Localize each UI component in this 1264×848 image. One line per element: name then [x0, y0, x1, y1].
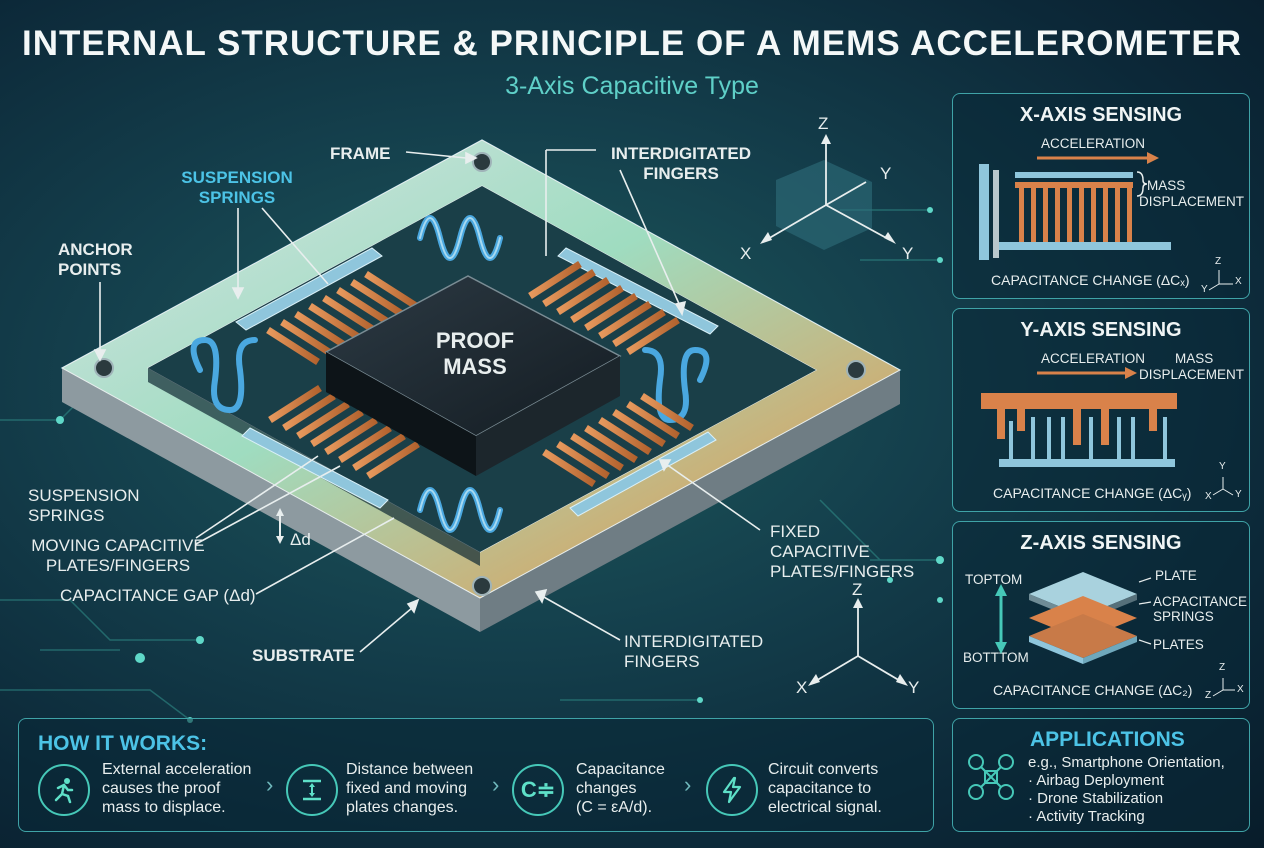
z-acap1-label: ACPACITANCE	[1153, 594, 1248, 609]
step-2-line-3: plates changes.	[346, 799, 459, 816]
x-capacitance-label: CAPACITANCE CHANGE (ΔCₓ)	[991, 272, 1190, 288]
axis-y1-top: Y	[880, 164, 892, 183]
step-chevron-2-icon: ›	[492, 772, 500, 797]
frame-side-right	[480, 370, 900, 632]
lightning-icon	[706, 764, 758, 816]
axis-x-bottom: X	[796, 678, 808, 697]
y-axis-illustration	[981, 367, 1234, 496]
step-4-line-1: Circuit converts	[768, 761, 879, 778]
page-title: INTERNAL STRUCTURE & PRINCIPLE OF A MEMS…	[21, 24, 1243, 63]
capacitance-gap-label: CAPACITANCE GAP (Δd)	[60, 586, 256, 605]
substrate-label: SUBSTRATE	[252, 646, 355, 665]
step-4-line-2: capacitance to	[768, 780, 872, 797]
step-1-line-1: External acceleration	[102, 761, 252, 778]
axis-z-top: Z	[818, 114, 829, 133]
label-pointers	[93, 149, 761, 653]
suspension-springs-left-label: SUSPENSION SPRINGS	[28, 486, 140, 525]
delta-d-label: Δd	[290, 530, 311, 549]
y-mini-x: X	[1205, 491, 1212, 502]
proof-mass-label: PROOF MASS	[435, 328, 515, 379]
axis-x-top: X	[740, 244, 752, 263]
step-3-line-2: changes	[576, 780, 637, 797]
axis-gizmo-top	[760, 134, 896, 250]
y-displacement-label: DISPLACEMENT	[1139, 367, 1245, 382]
application-item-3: · Drone Stabilization	[1028, 790, 1164, 807]
step-chevron-1-icon: ›	[266, 772, 274, 797]
z-mini-z: Z	[1219, 662, 1226, 673]
application-item-1: e.g., Smartphone Orientation,	[1028, 754, 1225, 771]
x-acceleration-label: ACCELERATION	[1041, 136, 1146, 151]
fixed-plates-label: FIXED CAPACITIVE PLATES/FINGERS	[770, 522, 915, 581]
y-capacitance-label: CAPACITANCE CHANGE (ΔCᵧ)	[993, 485, 1192, 501]
z-plates-label: PLATES	[1153, 637, 1204, 652]
z-mini-x: X	[1237, 684, 1244, 695]
drone-icon	[968, 754, 1014, 800]
fixed-plates	[235, 247, 719, 517]
x-mini-y: Y	[1201, 284, 1208, 295]
step-chevron-3-icon: ›	[684, 772, 692, 797]
x-axis-illustration	[979, 152, 1233, 291]
applications-panel	[952, 718, 1250, 832]
z-top-label: TOPTOM	[965, 572, 1023, 587]
circuit-dots	[56, 207, 944, 723]
y-mass-label: MASS	[1175, 351, 1214, 366]
moving-plates-label: MOVING CAPACITIVE PLATES/FINGERS	[31, 536, 205, 575]
gap-arrows-icon	[286, 764, 338, 816]
y-axis-panel: Y-AXIS SENSING ACCELERATION MASS DISPLAC…	[952, 308, 1250, 512]
x-axis-title: X-AXIS SENSING	[1019, 104, 1183, 126]
how-it-works-title: HOW IT WORKS:	[38, 732, 208, 755]
y-mini-y: Y	[1219, 461, 1226, 472]
z-axis-panel: Z-AXIS SENSING TOPTOM BOTTTOM PLATE ACPA…	[952, 521, 1250, 709]
proof-mass-side-right	[476, 356, 620, 476]
capacitor-icon: C≑	[512, 764, 564, 816]
suspension-springs-top-label: SUSPENSION SPRINGS	[181, 168, 293, 207]
axis-gizmo-bottom	[808, 598, 908, 686]
interdigitated-fingers-bottom-label: INTERDIGITATED FINGERS	[624, 632, 764, 671]
frame-label: FRAME	[330, 144, 391, 163]
interdigitated-fingers	[266, 261, 694, 487]
y-mini-y2: Y	[1235, 489, 1242, 500]
axis-y-bottom: Y	[908, 678, 920, 697]
x-mini-x: X	[1235, 276, 1242, 287]
z-mini-z2: Z	[1205, 690, 1212, 701]
z-plate-label: PLATE	[1155, 568, 1197, 583]
step-4-line-3: electrical signal.	[768, 799, 882, 816]
applications-title: APPLICATIONS	[1030, 728, 1185, 751]
y-acceleration-label: ACCELERATION	[1041, 351, 1146, 366]
running-person-icon	[38, 764, 90, 816]
anchor-points	[94, 152, 866, 596]
axis-y2-top: Y	[902, 244, 914, 263]
step-1-line-2: causes the proof	[102, 780, 221, 797]
z-axis-illustration	[995, 572, 1235, 697]
step-3-line-3: (C = εA/d).	[576, 799, 653, 816]
application-item-2: · Airbag Deployment	[1028, 772, 1164, 789]
z-capacitance-label: CAPACITANCE CHANGE (ΔC₂)	[993, 682, 1193, 698]
frame-side-left	[62, 368, 480, 632]
z-bottom-label: BOTTTOM	[963, 650, 1029, 665]
how-it-works-panel	[18, 718, 934, 832]
step-1-line-3: mass to displace.	[102, 799, 226, 816]
step-2-line-2: fixed and moving	[346, 780, 467, 797]
x-displacement-label: DISPLACEMENT	[1139, 194, 1245, 209]
page-subtitle: 3-Axis Capacitive Type	[505, 72, 759, 100]
proof-mass-side-left	[326, 352, 476, 476]
x-axis-panel: X-AXIS SENSING ACCELERATION MASS DISPLAC…	[952, 93, 1250, 299]
x-mass-label: MASS	[1147, 178, 1186, 193]
x-mini-z: Z	[1215, 256, 1222, 267]
anchor-points-label: ANCHOR POINTS	[58, 240, 133, 279]
step-2-line-1: Distance between	[346, 761, 474, 778]
application-item-4: · Activity Tracking	[1028, 808, 1145, 825]
axis-z-bottom: Z	[852, 580, 863, 599]
y-axis-title: Y-AXIS SENSING	[1020, 319, 1182, 341]
z-axis-title: Z-AXIS SENSING	[1020, 532, 1182, 554]
interdigitated-fingers-top-label: INTERDIGITATED FINGERS	[610, 144, 752, 183]
step-3-line-1: Capacitance	[576, 761, 665, 778]
z-acap2-label: SPRINGS	[1153, 609, 1214, 624]
